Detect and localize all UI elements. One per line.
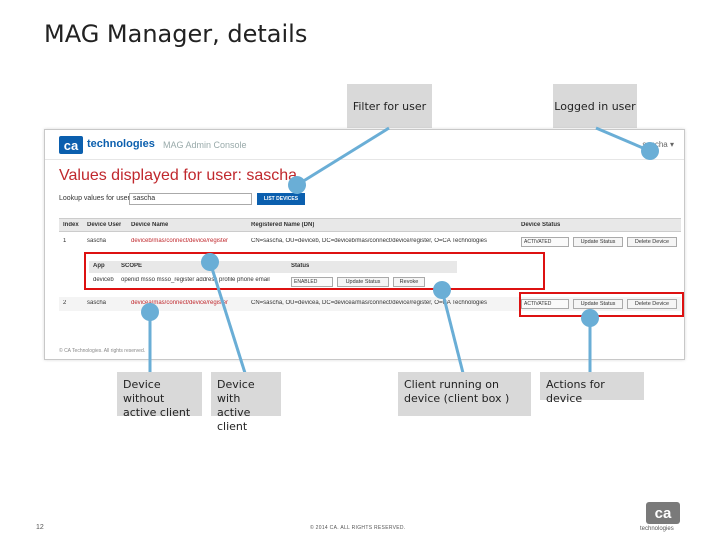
console-footer: © CA Technologies. All rights reserved.	[59, 348, 146, 354]
callout-device-with-client: Device with active client	[211, 372, 281, 433]
callout-filter-for-user-text: Filter for user	[352, 99, 427, 113]
client-box-header: App SCOPE Status	[89, 261, 457, 273]
client-update-status-button[interactable]: Update Status	[337, 277, 389, 287]
console-app-name: MAG Admin Console	[163, 140, 247, 150]
col-device-name: Device Name	[131, 222, 169, 228]
col-index: Index	[63, 222, 79, 228]
console-logo-word: technologies	[87, 138, 155, 150]
actions-highlight	[519, 292, 684, 317]
lookup-user-input[interactable]: sascha	[129, 193, 252, 205]
lookup-label: Lookup values for user:	[59, 195, 132, 202]
ca-logo-icon: ca	[59, 136, 83, 154]
revoke-button[interactable]: Revoke	[393, 277, 425, 287]
delete-device-button[interactable]: Delete Device	[627, 299, 677, 309]
brand-word: technologies	[640, 526, 674, 532]
list-devices-button[interactable]: LIST DEVICES	[257, 193, 305, 205]
client-col-scope: SCOPE	[121, 263, 143, 269]
row-device-user: sascha	[87, 238, 107, 244]
col-registered-name: Registered Name (DN)	[251, 222, 315, 228]
arrow-device-with-client	[201, 253, 247, 374]
client-row: deviceb openid msso msso_register addres…	[89, 275, 457, 289]
device-table-header: Index Device User Device Name Registered…	[59, 218, 681, 232]
callout-client-running-text: Client running on device (client box )	[404, 378, 510, 405]
callout-client-running: Client running on device (client box )	[398, 372, 531, 416]
client-scope: openid msso msso_register address profil…	[121, 277, 270, 283]
arrow-filter-for-user	[288, 126, 390, 194]
row-device-name-link[interactable]: deviceb/mas/connect/device/register	[131, 238, 229, 244]
row-registered-name: CN=sascha, OU=devicea, DC=devicea/mas/co…	[251, 300, 488, 306]
delete-device-button[interactable]: Delete Device	[627, 237, 677, 247]
col-device-user: Device User	[87, 222, 122, 228]
console-heading: Values displayed for user: sascha	[59, 167, 298, 184]
ca-brand-logo-icon: ca	[646, 502, 680, 524]
callout-device-without-client: Device without active client	[117, 372, 202, 419]
console-topbar: ca technologies MAG Admin Console sascha…	[45, 130, 684, 160]
callout-device-without-client-text: Device without active client	[123, 378, 191, 419]
callout-device-with-client-text: Device with active client	[217, 378, 255, 433]
table-row: 1 sascha deviceb/mas/connect/device/regi…	[59, 235, 681, 249]
row-index: 2	[63, 300, 67, 306]
row-registered-name: CN=sascha, OU=deviceb, DC=deviceb/mas/co…	[251, 238, 488, 244]
client-col-app: App	[93, 263, 105, 269]
copyright: © 2014 CA. ALL RIGHTS RESERVED.	[310, 525, 406, 531]
col-device-status: Device Status	[521, 222, 561, 228]
client-box-highlight	[84, 252, 545, 290]
row-device-name-link[interactable]: devicea/mas/connect/device/register	[131, 300, 229, 306]
page-number: 12	[36, 524, 44, 531]
update-status-button[interactable]: Update Status	[573, 299, 623, 309]
callout-logged-in-user: Logged in user	[553, 84, 637, 128]
client-col-status: Status	[291, 263, 310, 269]
callout-actions-for-device: Actions for device	[540, 372, 644, 405]
client-box: App SCOPE Status deviceb openid msso mss…	[89, 261, 457, 293]
callout-actions-for-device-text: Actions for device	[546, 378, 605, 405]
client-app: deviceb	[93, 277, 114, 283]
table-row: 2 sascha devicea/mas/connect/device/regi…	[59, 297, 681, 311]
update-status-button[interactable]: Update Status	[573, 237, 623, 247]
row-device-user: sascha	[87, 300, 107, 306]
client-status-select[interactable]: ENABLED	[291, 277, 333, 287]
device-status-select[interactable]: ACTIVATED	[521, 299, 569, 309]
arrow-client-running	[433, 281, 465, 374]
slide-title: MAG Manager, details	[44, 20, 308, 48]
callout-logged-in-user-text: Logged in user	[554, 99, 636, 113]
callout-filter-for-user: Filter for user	[347, 84, 432, 128]
device-status-select[interactable]: ACTIVATED	[521, 237, 569, 247]
arrow-logged-in-user	[595, 126, 659, 160]
row-index: 1	[63, 238, 67, 244]
